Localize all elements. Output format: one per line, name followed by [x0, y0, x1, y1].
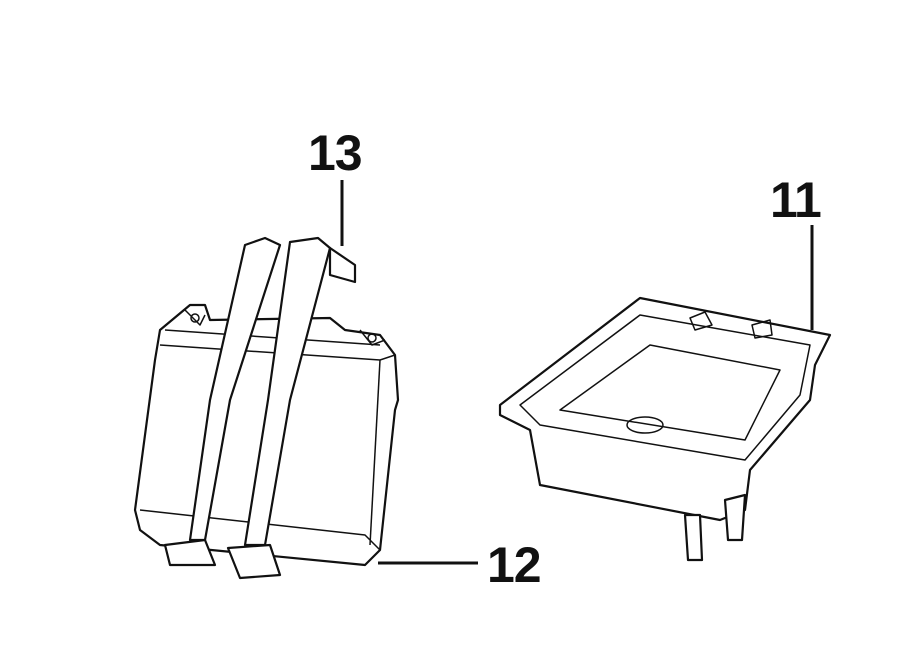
- battery-strap-drawing: [163, 236, 357, 580]
- battery-tray-drawing: [498, 296, 832, 562]
- callout-11: 11: [770, 172, 822, 228]
- callout-13: 13: [308, 125, 363, 181]
- callout-12: 12: [487, 537, 542, 593]
